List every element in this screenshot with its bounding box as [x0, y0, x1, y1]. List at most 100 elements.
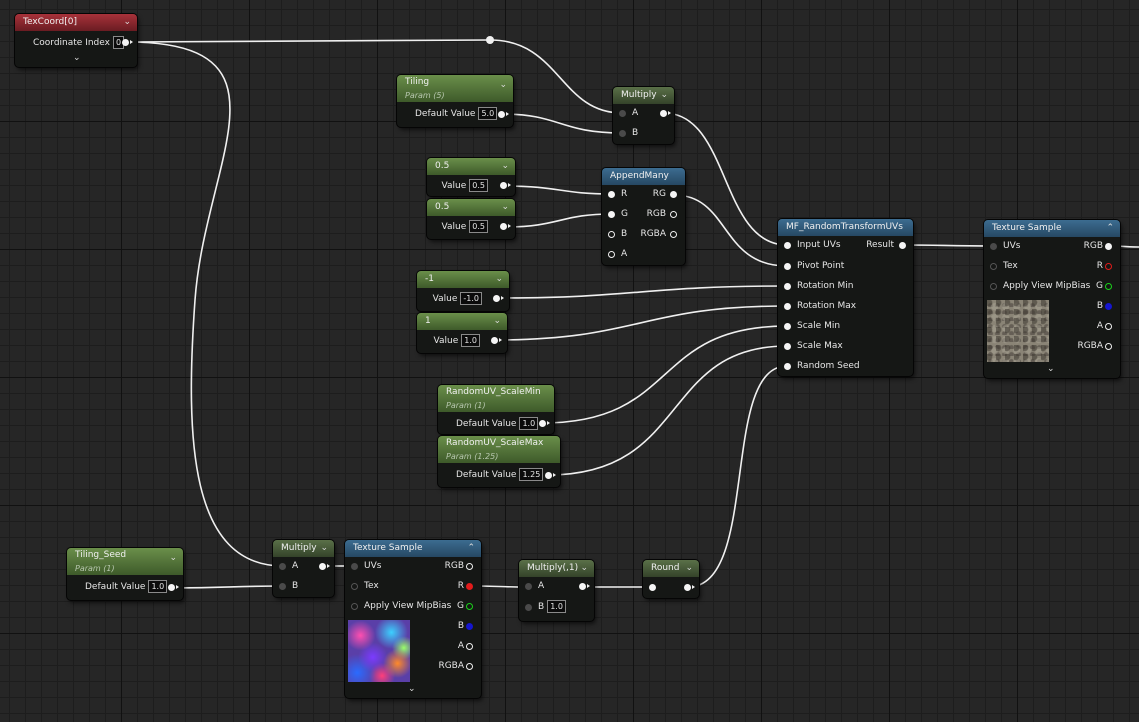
constant-value-field[interactable]: 0.5 [469, 179, 488, 192]
chevron-down-icon[interactable]: ⌄ [1047, 364, 1055, 374]
multiply-a-pin[interactable] [619, 110, 626, 117]
multiply-output-pin[interactable] [579, 583, 586, 590]
multiply-b-pin[interactable] [279, 583, 286, 590]
g-pin[interactable] [466, 603, 473, 610]
append-rgba-pin[interactable] [670, 231, 677, 238]
multiply-a-pin[interactable] [279, 563, 286, 570]
chevron-down-icon[interactable]: ⌄ [495, 274, 503, 284]
appendmany-header[interactable]: AppendMany [602, 168, 685, 185]
tiling-value-field[interactable]: 5.0 [478, 107, 498, 120]
chevron-down-icon[interactable]: ⌄ [501, 202, 509, 212]
chevron-down-icon[interactable]: ⌄ [408, 684, 416, 694]
appendmany-node[interactable]: AppendMany R G B A RG RGB RGBA [602, 168, 685, 265]
append-rg-pin[interactable] [670, 191, 677, 198]
append-a-pin[interactable] [608, 251, 615, 258]
texcoord-output-pin[interactable] [122, 39, 129, 46]
constant-value-field[interactable]: 1.0 [461, 334, 480, 347]
multiply-header[interactable]: Multiply⌄ [273, 540, 334, 557]
texcoord-header[interactable]: TexCoord[0]⌄ [15, 14, 137, 31]
result-pin[interactable] [899, 242, 906, 249]
constant-neg1-node[interactable]: -1⌄ Value-1.0 [417, 271, 509, 311]
scalemin-value-field[interactable]: 1.0 [519, 417, 539, 430]
round-output-pin[interactable] [684, 584, 691, 591]
constant-header[interactable]: 0.5⌄ [427, 158, 515, 175]
uvs-pin[interactable] [990, 243, 997, 250]
multiply-b-pin[interactable] [525, 604, 532, 611]
chevron-down-icon[interactable]: ⌄ [123, 17, 131, 27]
r-pin[interactable] [1105, 263, 1112, 270]
g-pin[interactable] [1105, 283, 1112, 290]
append-r-pin[interactable] [608, 191, 615, 198]
chevron-down-icon[interactable]: ⌄ [73, 53, 81, 63]
chevron-down-icon[interactable]: ⌄ [169, 553, 177, 563]
constant-header[interactable]: -1⌄ [417, 271, 509, 288]
texture-sample-bottom-node[interactable]: Texture Sample⌃ UVs Tex Apply View MipBi… [345, 540, 481, 698]
multiply-one-header[interactable]: Multiply(,1)⌄ [519, 560, 594, 577]
texture-sample-header[interactable]: Texture Sample⌃ [984, 220, 1120, 237]
texture-sample-right-node[interactable]: Texture Sample⌃ UVs Tex Apply View MipBi… [984, 220, 1120, 378]
tex-pin[interactable] [990, 263, 997, 270]
scale-max-pin[interactable] [784, 343, 791, 350]
chevron-down-icon[interactable]: ⌄ [685, 563, 693, 573]
multiply-b-value-field[interactable]: 1.0 [547, 600, 566, 613]
mipbias-pin[interactable] [351, 603, 358, 610]
constant-output-pin[interactable] [500, 223, 507, 230]
b-pin[interactable] [466, 623, 473, 630]
pivot-point-pin[interactable] [784, 263, 791, 270]
chevron-down-icon[interactable]: ⌄ [501, 161, 509, 171]
multiply-output-pin[interactable] [660, 110, 667, 117]
texture-sample-header[interactable]: Texture Sample⌃ [345, 540, 481, 557]
chevron-down-icon[interactable]: ⌄ [499, 80, 507, 90]
rotation-max-pin[interactable] [784, 303, 791, 310]
tex-pin[interactable] [351, 583, 358, 590]
random-transform-uvs-node[interactable]: MF_RandomTransformUVs Input UVs Pivot Po… [778, 219, 913, 376]
random-transform-header[interactable]: MF_RandomTransformUVs [778, 219, 913, 236]
chevron-down-icon[interactable]: ⌄ [493, 316, 501, 326]
multiply-output-pin[interactable] [319, 563, 326, 570]
multiply-top-node[interactable]: Multiply⌄ A B [613, 87, 674, 144]
b-pin[interactable] [1105, 303, 1112, 310]
constant-header[interactable]: 0.5⌄ [427, 199, 515, 216]
chevron-down-icon[interactable]: ⌄ [660, 90, 668, 100]
chevron-up-icon[interactable]: ⌃ [467, 543, 475, 553]
mipbias-pin[interactable] [990, 283, 997, 290]
input-uvs-pin[interactable] [784, 242, 791, 249]
rgb-pin[interactable] [466, 563, 473, 570]
constant-header[interactable]: 1⌄ [417, 313, 507, 330]
round-input-pin[interactable] [649, 584, 656, 591]
a-pin[interactable] [1105, 323, 1112, 330]
chevron-down-icon[interactable]: ⌄ [580, 563, 588, 573]
multiply-bottom-node[interactable]: Multiply⌄ A B [273, 540, 334, 597]
round-node[interactable]: Round⌄ [643, 560, 699, 598]
constant-output-pin[interactable] [500, 182, 507, 189]
constant-value-field[interactable]: 0.5 [469, 220, 488, 233]
constant-output-pin[interactable] [493, 295, 500, 302]
chevron-up-icon[interactable]: ⌃ [1106, 223, 1114, 233]
tiling-seed-value-field[interactable]: 1.0 [148, 580, 168, 593]
tiling-seed-output-pin[interactable] [168, 584, 175, 591]
append-rgb-pin[interactable] [670, 211, 677, 218]
multiply-a-pin[interactable] [525, 583, 532, 590]
rgba-pin[interactable] [1105, 343, 1112, 350]
random-seed-pin[interactable] [784, 363, 791, 370]
constant-output-pin[interactable] [491, 337, 498, 344]
round-header[interactable]: Round⌄ [643, 560, 699, 577]
tiling-output-pin[interactable] [498, 111, 505, 118]
rotation-min-pin[interactable] [784, 283, 791, 290]
chevron-down-icon[interactable]: ⌄ [320, 543, 328, 553]
scalemax-value-field[interactable]: 1.25 [519, 468, 544, 481]
scale-min-pin[interactable] [784, 323, 791, 330]
